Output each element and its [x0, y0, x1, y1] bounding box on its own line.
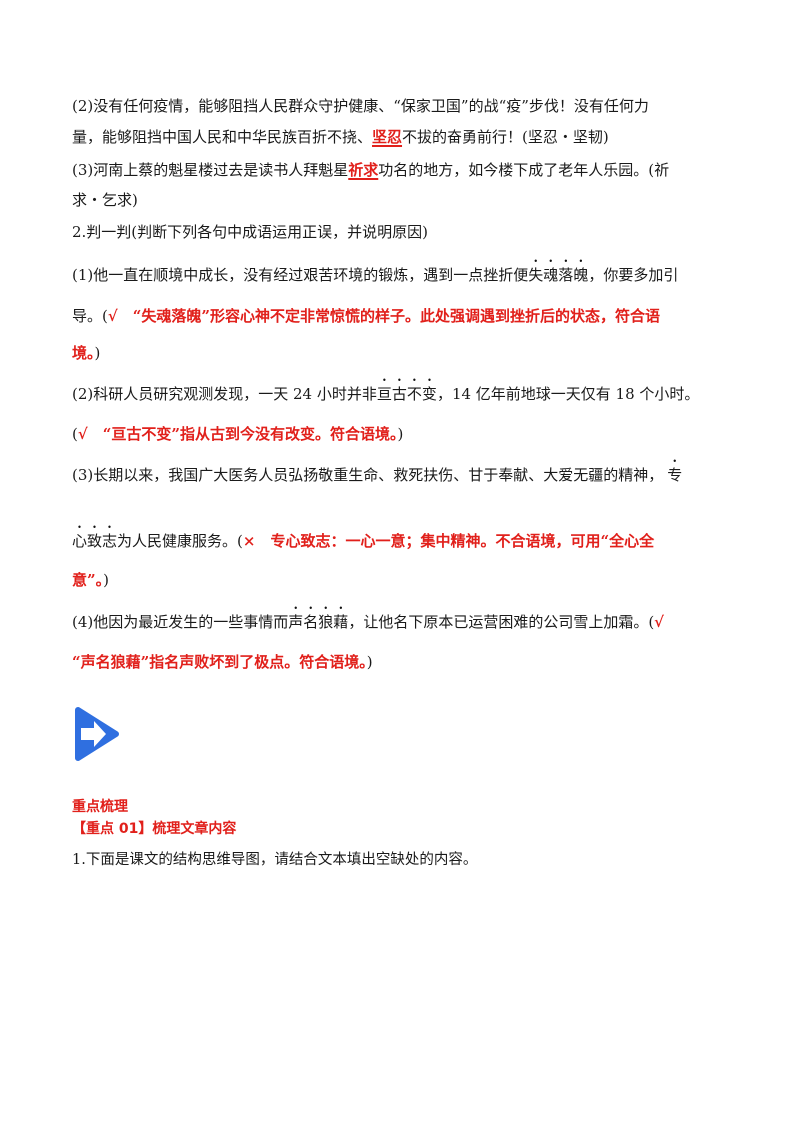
q2-s3-line2: 心致志为人民健康服务。(× 专心致志：一心一意；集中精神。不合语境，可用“全心全	[72, 531, 654, 551]
q2-s1-idiom-char: 落	[558, 265, 573, 285]
q2-s3-text-b: 为人民健康服务。(	[117, 532, 243, 550]
q2-s4-close: )	[366, 653, 373, 671]
q2-s2-close: )	[397, 425, 404, 443]
q1-item2-text-b: 不拔的奋勇前行！(坚忍・坚韧)	[402, 128, 609, 146]
q2-s3-idiom-char: 致	[87, 531, 102, 551]
q2-s1-text-b: ，你要多加引	[588, 266, 679, 284]
q2-s4-answer: “声名狼藉”指名声败坏到了极点。符合语境。	[72, 653, 367, 671]
section-instruction: 1.下面是课文的结构思维导图，请结合文本填出空缺处的内容。	[72, 852, 478, 868]
q2-s2-idiom-char: 不	[407, 384, 422, 404]
arrow-right-icon	[72, 706, 122, 762]
q2-s1-answer2: 境。	[72, 344, 95, 362]
q2-s1-text-c: 导。(	[72, 307, 108, 325]
q2-s2-open: (	[72, 425, 78, 443]
q1-item2-line1: (2)没有任何疫情，能够阻挡人民群众守护健康、“保家卫国”的战“疫”步伐！没有任…	[72, 97, 649, 115]
q2-s3-idiom-char: 专	[667, 465, 682, 485]
q2-title: 2.判一判(判断下列各句中成语运用正误，并说明原因)	[72, 223, 429, 241]
q2-s3-answer1: × 专心致志：一心一意；集中精神。不合语境，可用“全心全	[242, 532, 655, 550]
section-subheading: 【重点 01】梳理文章内容	[72, 821, 237, 837]
q2-s2-line2: (√ “亘古不变”指从古到今没有改变。符合语境。)	[72, 424, 403, 444]
q1-item3-line2: 求・乞求)	[72, 191, 138, 209]
q2-s1-close: )	[94, 344, 101, 362]
q2-s1-line2: 导。(√ “失魂落魄”形容心神不定非常惊慌的样子。此处强调遇到挫折后的状态，符合…	[72, 306, 660, 326]
q2-s3-text-a: (3)长期以来，我国广大医务人员弘扬敬重生命、救死扶伤、甘于奉献、大爱无疆的精神…	[72, 466, 664, 484]
section-heading: 重点梳理	[72, 799, 128, 815]
q2-s2-line1: (2)科研人员研究观测发现，一天 24 小时并非亘古不变，14 亿年前地球一天仅…	[72, 384, 699, 404]
q1-item3-text-a: (3)河南上蔡的魁星楼过去是读书人拜魁星	[72, 161, 349, 179]
q2-s3-line1: (3)长期以来，我国广大医务人员弘扬敬重生命、救死扶伤、甘于奉献、大爱无疆的精神…	[72, 465, 682, 485]
q1-item2-answer: 坚忍	[372, 128, 403, 146]
q2-s4-idiom-char: 藉	[333, 612, 348, 632]
q2-s2-idiom-char: 亘	[377, 384, 392, 404]
q2-s4-idiom-char: 名	[303, 612, 318, 632]
q2-s2-text-b: ，14 亿年前地球一天仅有 18 个小时。	[436, 385, 700, 403]
q2-s2-idiom-char: 古	[392, 384, 407, 404]
q2-s3-close: )	[103, 571, 109, 589]
q2-s4-text-a: (4)他因为最近发生的一些事情而	[72, 613, 289, 631]
q2-s4-idiom-char: 狼	[318, 612, 333, 632]
q2-s4-mark: √	[654, 613, 665, 631]
q2-s3-answer2: 意”。	[72, 571, 104, 589]
q2-s2-text-a: (2)科研人员研究观测发现，一天 24 小时并非	[72, 385, 377, 403]
q1-item3-text-b: 功名的地方，如今楼下成了老年人乐园。(祈	[378, 161, 670, 179]
q2-s1-line3: 境。)	[72, 343, 100, 363]
q2-s4-line1: (4)他因为最近发生的一些事情而声名狼藉，让他名下原本已运营困难的公司雪上加霜。…	[72, 612, 664, 632]
q2-s2-idiom-char: 变	[422, 384, 437, 404]
q2-s4-line2: “声名狼藉”指名声败坏到了极点。符合语境。)	[72, 652, 373, 672]
q2-s4-idiom-char: 声	[288, 612, 303, 632]
q2-s1-idiom-char: 魄	[573, 265, 588, 285]
q2-s4-text-b: ，让他名下原本已运营困难的公司雪上加霜。(	[348, 613, 655, 631]
q2-s2-answer: √ “亘古不变”指从古到今没有改变。符合语境。	[77, 425, 398, 443]
q2-s3-idiom-char: 志	[102, 531, 117, 551]
q2-s1-line1: (1)他一直在顺境中成长，没有经过艰苦环境的锻炼，遇到一点挫折便失魂落魄，你要多…	[72, 265, 678, 285]
q2-s3-idiom-char: 心	[72, 531, 87, 551]
q2-s1-answer1: √ “失魂落魄”形容心神不定非常惊慌的样子。此处强调遇到挫折后的状态，符合语	[107, 307, 660, 325]
q2-s1-text-a: (1)他一直在顺境中成长，没有经过艰苦环境的锻炼，遇到一点挫折便	[72, 266, 529, 284]
q2-s1-idiom-char: 魂	[543, 265, 558, 285]
q1-item2-line2: 量，能够阻挡中国人民和中华民族百折不挠、坚忍不拔的奋勇前行！(坚忍・坚韧)	[72, 127, 609, 147]
q1-item3-answer: 祈求	[348, 161, 379, 179]
q1-item2-text-a: 量，能够阻挡中国人民和中华民族百折不挠、	[72, 128, 373, 146]
q2-s3-line3: 意”。)	[72, 570, 109, 590]
q2-s1-idiom-char: 失	[528, 265, 543, 285]
q1-item3-line1: (3)河南上蔡的魁星楼过去是读书人拜魁星祈求功名的地方，如今楼下成了老年人乐园。…	[72, 160, 669, 180]
